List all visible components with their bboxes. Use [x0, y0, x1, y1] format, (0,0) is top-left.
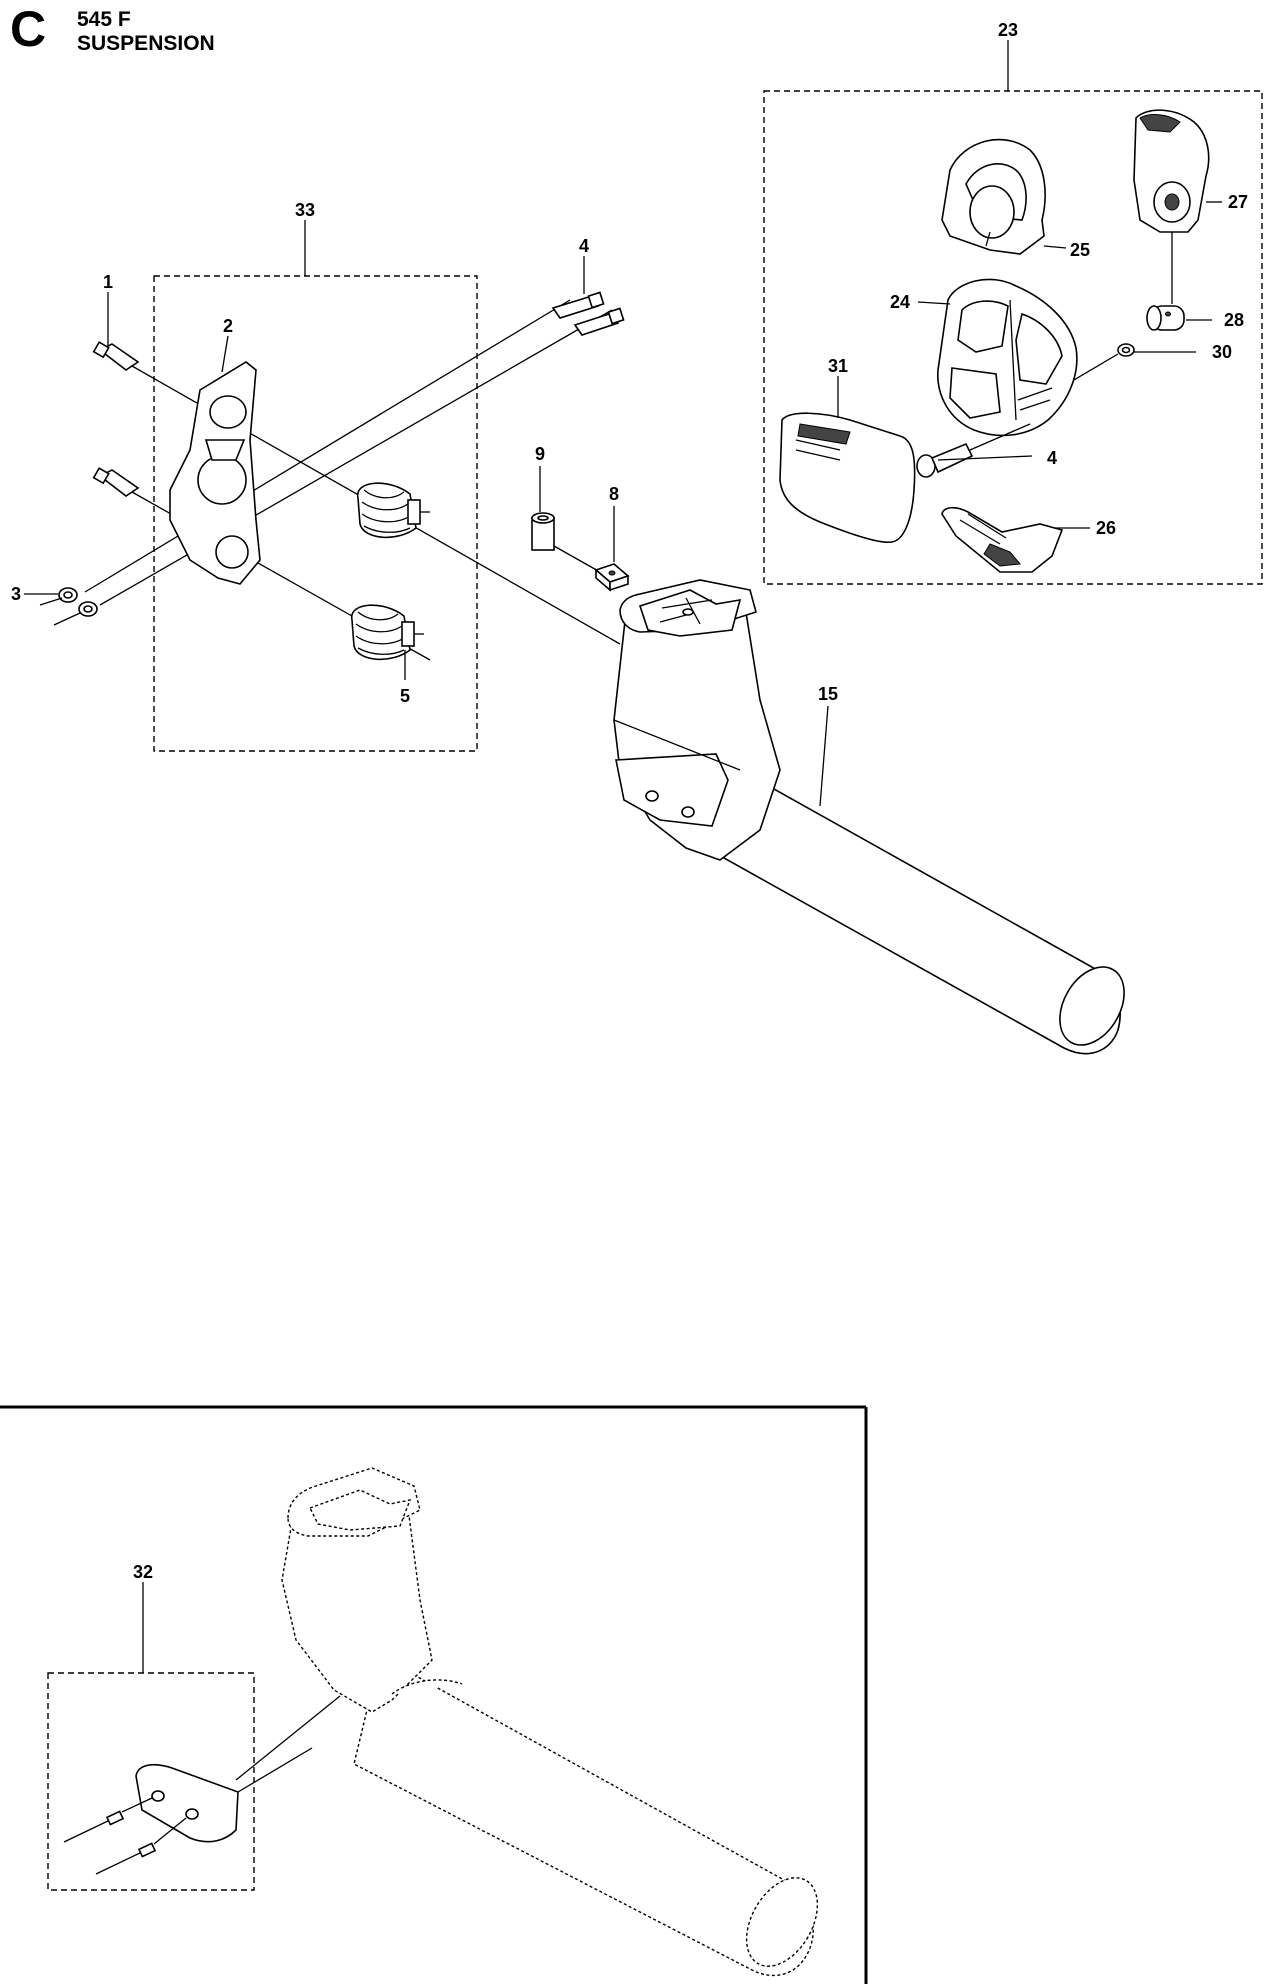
part-31	[779, 412, 916, 544]
screw-4b	[916, 423, 1031, 478]
callout-25: 25	[1070, 240, 1090, 260]
leader-2	[221, 335, 229, 373]
part-27	[1133, 109, 1210, 233]
group-box-33	[153, 275, 478, 752]
leader-15	[819, 705, 829, 807]
spacer-9	[531, 512, 601, 573]
callout-33: 33	[295, 200, 315, 220]
callout-31: 31	[828, 356, 848, 376]
callout-1: 1	[103, 272, 113, 292]
inset-panel: 32	[0, 1405, 868, 1984]
nuts-3	[39, 587, 98, 626]
leader-24	[917, 301, 951, 305]
model-name: 545 F	[77, 8, 131, 31]
callout-9: 9	[535, 444, 545, 464]
spring-lower	[351, 604, 424, 661]
long-bolts-4	[84, 291, 625, 606]
callout-27: 27	[1228, 192, 1248, 212]
spring-upper	[357, 482, 430, 539]
callout-26: 26	[1096, 518, 1116, 538]
callout-5: 5	[400, 686, 410, 706]
bracket-2	[169, 361, 261, 585]
part-25	[941, 138, 1046, 255]
callout-4a: 4	[579, 236, 589, 256]
callout-4b: 4	[1047, 448, 1057, 468]
part-28	[1146, 305, 1185, 331]
handle-15	[613, 579, 1125, 1055]
callout-23: 23	[998, 20, 1018, 40]
washer-30	[1117, 343, 1135, 357]
part-26	[941, 506, 1064, 573]
leader-25	[1043, 245, 1067, 249]
callout-24: 24	[890, 292, 910, 312]
nut-8	[594, 563, 630, 592]
callout-30: 30	[1212, 342, 1232, 362]
callout-32: 32	[133, 1562, 153, 1582]
callout-2: 2	[223, 316, 233, 336]
group-box-32	[47, 1672, 255, 1891]
callout-28: 28	[1224, 310, 1244, 330]
callout-15: 15	[818, 684, 838, 704]
leader-4b	[937, 455, 1033, 461]
section-title: SUSPENSION	[77, 32, 215, 55]
section-letter: C	[10, 1, 47, 57]
group-box-23	[763, 90, 1263, 585]
part-24	[937, 278, 1078, 437]
callout-3: 3	[11, 584, 21, 604]
callout-8: 8	[609, 484, 619, 504]
